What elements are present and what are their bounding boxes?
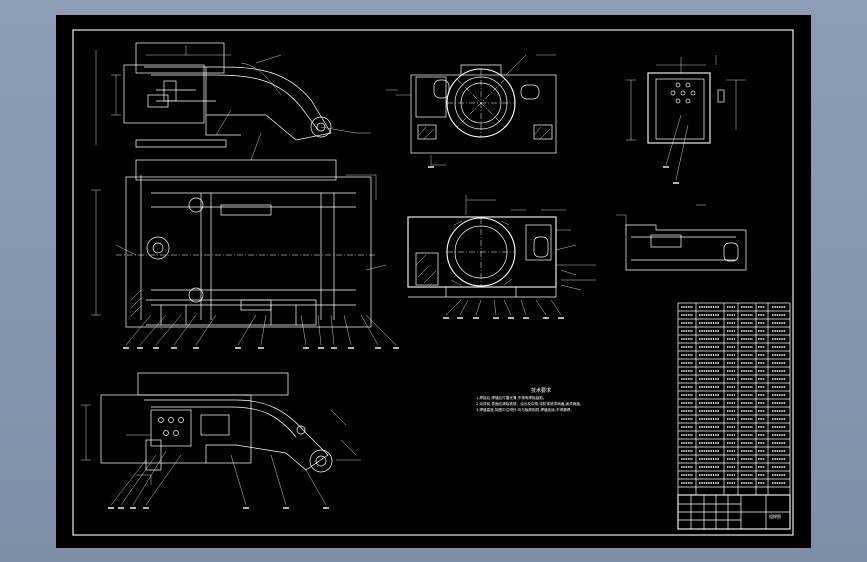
view-top-right <box>626 55 746 181</box>
drawing-frame <box>72 29 794 536</box>
drawing-canvas: 技术要求 1.焊接后,焊缝应打磨光滑,不得有焊接缺陷。 2.涂漆前,表面应清除铁… <box>72 29 794 536</box>
view-middle-left <box>91 159 397 346</box>
note-line-3: 3.焊缝高度,除图中注明外,均与板厚相同,焊缝连续,不得漏焊。 <box>476 407 574 412</box>
bom-table <box>677 302 791 530</box>
view-top-left <box>95 42 371 161</box>
technical-notes: 技术要求 1.焊接后,焊缝应打磨光滑,不得有焊接缺陷。 2.涂漆前,表面应清除铁… <box>476 387 583 412</box>
view-top-center <box>386 54 557 166</box>
drawing-sheet: 技术要求 1.焊接后,焊缝应打磨光滑,不得有焊接缺陷。 2.涂漆前,表面应清除铁… <box>56 15 811 548</box>
part-balloons <box>108 166 679 509</box>
view-middle-right <box>616 204 747 271</box>
notes-title: 技术要求 <box>531 387 551 394</box>
note-line-1: 1.焊接后,焊缝应打磨光滑,不得有焊接缺陷。 <box>476 395 546 400</box>
title-block: 组焊图 <box>677 494 791 530</box>
title-block-name: 组焊图 <box>769 513 781 519</box>
view-bottom-left <box>81 372 361 506</box>
view-middle-center <box>407 195 596 316</box>
note-line-2: 2.涂漆前,表面应清除铁锈、油污及杂物,涂防锈底漆两遍,面漆两遍。 <box>476 401 583 406</box>
